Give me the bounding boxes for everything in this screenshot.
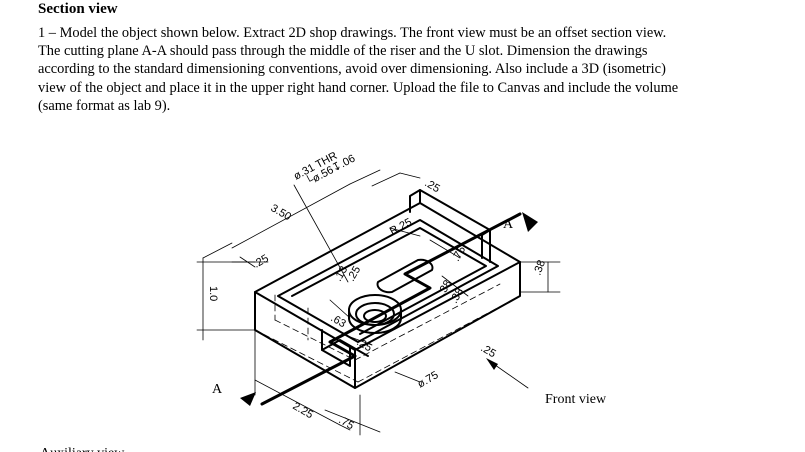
instruction-line: The cutting plane A-A should pass throug… bbox=[38, 43, 648, 60]
instruction-line: (same format as lab 9). bbox=[38, 97, 171, 114]
section-title: Section view bbox=[38, 1, 118, 17]
cut-label-top: A bbox=[503, 217, 514, 232]
dim-75-bottom: .75 bbox=[337, 414, 356, 432]
object-outline bbox=[254, 189, 521, 389]
dim-25-left: .25 bbox=[252, 253, 271, 271]
dim-1-0: 1.0 bbox=[207, 286, 219, 301]
instruction-line: view of the object and place it in the u… bbox=[38, 79, 679, 96]
next-line-text: Auxiliary view bbox=[40, 446, 130, 452]
dim-3-50: 3.50 bbox=[269, 202, 294, 223]
dim-25-low: .25 bbox=[355, 336, 374, 354]
cutting-plane-line bbox=[260, 212, 522, 406]
cut-label-bottom: A bbox=[212, 382, 223, 397]
dim-dia-75: ø.75 bbox=[416, 369, 441, 390]
front-view-label: Front view bbox=[545, 392, 607, 407]
dimension-lines bbox=[196, 169, 561, 436]
dim-38-right: .38 bbox=[532, 259, 549, 277]
instruction-line: according to the standard dimensioning c… bbox=[38, 61, 666, 78]
instructions-paragraph: 1 – Model the object shown below. Extrac… bbox=[38, 24, 778, 115]
dim-25-right: .25 bbox=[479, 342, 498, 360]
front-view-arrowhead bbox=[486, 358, 498, 370]
instruction-line: 1 – Model the object shown below. Extrac… bbox=[38, 25, 667, 41]
dim-2-25: 2.25 bbox=[291, 400, 316, 421]
cutting-plane-arrows bbox=[240, 212, 538, 406]
